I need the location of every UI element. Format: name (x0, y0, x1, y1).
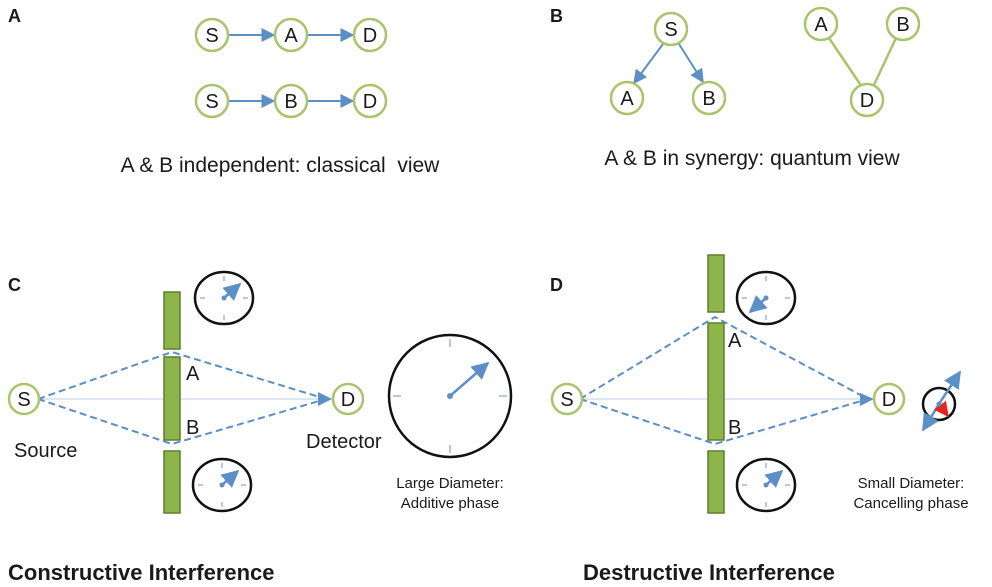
phase-clock-b (735, 457, 797, 513)
node-label: S (664, 19, 677, 41)
node-a: A (803, 6, 839, 42)
detector-node: D (331, 382, 365, 416)
panel-b: B S A B A (550, 6, 921, 170)
node-label: S (205, 91, 218, 113)
node-d: D (352, 83, 388, 119)
phase-arrow (222, 282, 242, 301)
node-label: A (814, 14, 828, 36)
barrier-middle (707, 322, 725, 441)
path-s-b-d: S B D (194, 83, 388, 119)
slit-b-label: B (728, 417, 741, 439)
panel-c-title: Constructive Interference (8, 560, 275, 585)
path-via-b (37, 398, 327, 446)
node-d: D (352, 17, 388, 53)
node-label: S (17, 389, 30, 411)
detector-node: D (872, 382, 906, 416)
barrier-top (707, 254, 725, 313)
path-s-a-d: S A D (194, 17, 388, 53)
node-a: A (273, 17, 309, 53)
phase-arrow (220, 469, 240, 488)
source-node: S (7, 382, 41, 416)
phase-arrow (764, 469, 784, 488)
note-line-1: Large Diameter: (396, 475, 504, 492)
phase-clock-a (193, 270, 255, 326)
source-node: S (550, 382, 584, 416)
panel-d: D S D A B (550, 254, 969, 585)
barrier-top (163, 291, 181, 350)
arrow-s-to-b (678, 43, 704, 84)
small-phase-clock (921, 370, 962, 432)
node-label: S (560, 389, 573, 411)
phase-arrow (748, 295, 768, 314)
note-line-2: Cancelling phase (853, 495, 968, 512)
node-label: D (363, 91, 377, 113)
panel-c: C S D A B Source Detector (7, 270, 513, 585)
node-label: D (363, 25, 377, 47)
path-via-a (579, 315, 869, 400)
path-via-a (37, 350, 327, 400)
node-d: D (849, 82, 885, 118)
slit-b-label: B (186, 417, 199, 439)
node-label: S (205, 25, 218, 47)
large-phase-clock (387, 333, 513, 459)
barrier-bottom (163, 450, 181, 514)
node-label: A (620, 88, 634, 110)
phase-arrow-up (937, 370, 962, 405)
barrier-bottom (707, 450, 725, 514)
node-s: S (194, 83, 230, 119)
panel-a-caption: A & B independent: classical view (121, 154, 441, 177)
node-b: B (885, 6, 921, 42)
link-b-to-d (871, 37, 898, 88)
panel-d-title: Destructive Interference (583, 560, 835, 585)
panel-a-letter: A (8, 6, 21, 26)
panel-b-letter: B (550, 6, 563, 26)
note-line-2: Additive phase (401, 495, 499, 512)
barrier-middle (163, 356, 181, 441)
slit-a-label: A (728, 330, 742, 352)
node-b: B (273, 83, 309, 119)
node-s: S (653, 11, 689, 47)
node-label: A (284, 25, 298, 47)
node-label: D (882, 389, 896, 411)
node-s: S (194, 17, 230, 53)
path-arrowhead (318, 392, 332, 406)
phase-clock-a (735, 270, 797, 326)
link-a-to-d (827, 37, 864, 88)
phase-clock-b (191, 457, 253, 513)
node-label: D (860, 90, 874, 112)
path-via-b (579, 398, 869, 446)
note-line-1: Small Diameter: (858, 475, 965, 492)
source-label: Source (14, 440, 77, 462)
node-label: B (896, 14, 909, 36)
node-label: B (284, 91, 297, 113)
v-diagram: A B D (803, 6, 921, 118)
path-arrowhead (860, 393, 874, 406)
node-b: B (691, 80, 727, 116)
slit-a-label: A (186, 363, 200, 385)
phase-arrow (449, 361, 490, 397)
panel-b-caption: A & B in synergy: quantum view (604, 147, 900, 170)
tree-diagram: S A B (609, 11, 727, 116)
arrow-s-to-a (633, 43, 664, 85)
node-label: B (702, 88, 715, 110)
panel-a: A S A D S (8, 6, 440, 177)
panel-d-letter: D (550, 275, 563, 295)
panel-c-letter: C (8, 275, 21, 295)
node-a: A (609, 80, 645, 116)
node-label: D (341, 389, 355, 411)
detector-label: Detector (306, 431, 382, 453)
